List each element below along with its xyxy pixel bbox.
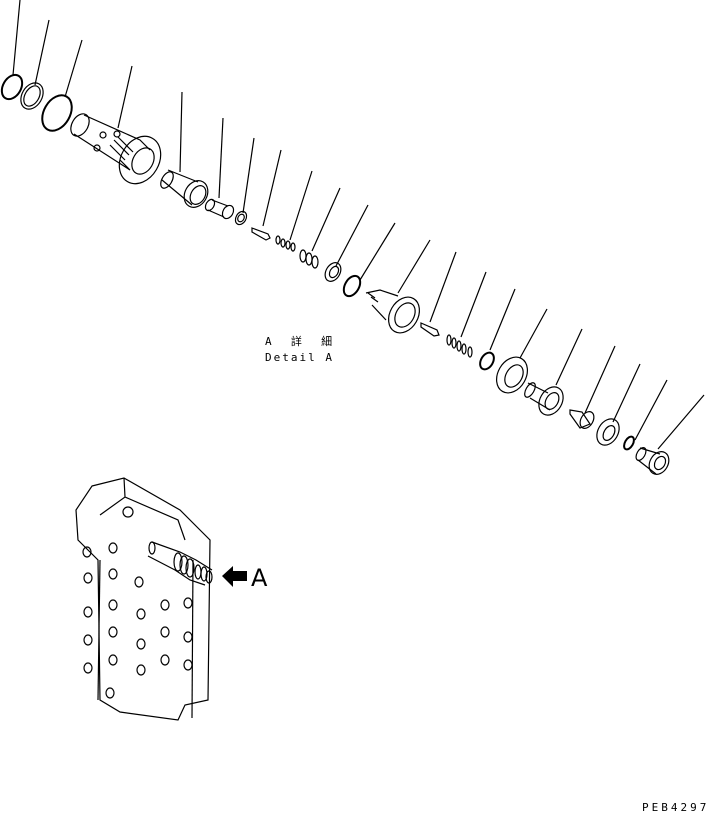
- leader-lines: [12, 0, 705, 450]
- nut-icon: [495, 356, 529, 394]
- poppet-icon: [569, 409, 595, 429]
- screw-icon: [524, 382, 564, 416]
- pin-icon: [251, 227, 271, 241]
- document-code: PEB4297: [642, 801, 710, 814]
- nut-icon: [596, 418, 620, 446]
- callout-letter: A: [251, 564, 268, 592]
- ring-icon: [20, 82, 44, 110]
- o-ring-icon: [342, 274, 362, 298]
- detail-label: A 詳 細 Detail A: [265, 334, 334, 366]
- washer-icon: [234, 210, 248, 226]
- o-ring-icon: [479, 351, 495, 371]
- detail-label-english: Detail A: [265, 351, 334, 364]
- sleeve-icon: [70, 113, 162, 185]
- o-ring-icon: [0, 73, 24, 101]
- valve-body-icon: [75, 477, 213, 721]
- o-ring-icon: [41, 94, 73, 132]
- left-arrow-icon: [222, 566, 247, 587]
- spool-icon: [160, 169, 209, 208]
- spring-icon: [299, 249, 319, 269]
- o-ring-icon: [623, 435, 635, 451]
- cap-icon: [635, 447, 670, 475]
- piston-icon: [204, 198, 235, 220]
- plug-icon: [365, 289, 421, 334]
- pin-icon: [420, 322, 440, 337]
- ring-icon: [324, 262, 342, 282]
- detail-label-japanese: A 詳 細: [265, 335, 335, 348]
- spring-icon: [446, 334, 473, 358]
- spring-icon: [275, 235, 296, 252]
